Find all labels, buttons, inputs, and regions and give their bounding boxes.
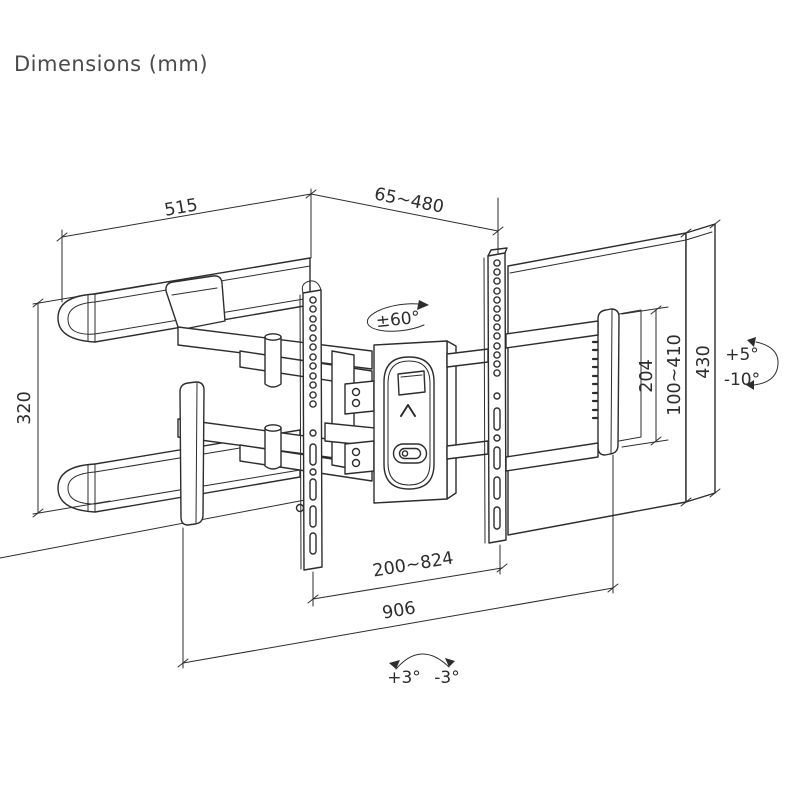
level-cw-label: +3°	[387, 668, 421, 688]
tilt-arrow-up-icon	[747, 337, 756, 347]
pivot-pin-upper	[264, 333, 282, 388]
dim-204-label: 204	[637, 359, 657, 392]
dim-515-label: 515	[163, 195, 199, 220]
dim-200-824-label: 200~824	[371, 548, 455, 581]
dim-vesa-height: 100~410	[665, 228, 692, 507]
dim-906-label: 906	[381, 598, 417, 623]
dim-bracket-height: 204	[621, 305, 669, 448]
level-arrow-left-icon	[389, 660, 400, 669]
dim-100-410-label: 100~410	[665, 334, 685, 415]
support-beams-center	[446, 348, 489, 460]
mounting-column-right	[483, 247, 508, 544]
rail-end-cap-block	[165, 275, 226, 331]
pivot-cover-module	[344, 340, 457, 504]
level-window	[397, 370, 426, 396]
dim-overall-width: 906	[177, 454, 619, 669]
page-title: Dimensions (mm)	[14, 52, 209, 76]
annotation-swivel: ±60°	[366, 300, 429, 333]
dim-430-label: 430	[694, 345, 714, 378]
dim-65-480-label: 65~480	[373, 184, 446, 217]
up-arrow-icon	[400, 404, 416, 417]
level-arrow-right-icon	[445, 658, 455, 667]
background-plane-edge	[0, 499, 306, 559]
swivel-label: ±60°	[375, 308, 421, 333]
mounting-column-left	[295, 280, 323, 571]
dim-plate-height: 430	[694, 219, 721, 498]
tilt-down-label: -10°	[724, 370, 760, 390]
adjustment-slot	[392, 443, 428, 464]
tilt-up-label: +5°	[725, 345, 759, 365]
product-drawing	[0, 223, 716, 571]
pivot-pin-lower	[264, 424, 282, 470]
dim-rail-distance: 200~824	[307, 544, 508, 607]
dim-extension-depth: 65~480	[310, 184, 504, 254]
screw-head	[295, 503, 305, 513]
dim-rail-span: 320	[15, 283, 153, 518]
tv-bracket-rail-right	[591, 308, 620, 456]
level-ccw-label: -3°	[434, 668, 459, 688]
annotation-tilt: +5° -10°	[724, 337, 779, 390]
annotation-level: +3° -3°	[387, 653, 460, 688]
tilt-arrow-down-icon	[746, 380, 754, 390]
dim-320-label: 320	[15, 391, 35, 424]
swivel-arrow-icon	[417, 300, 429, 310]
tv-bracket-rail-left	[179, 381, 205, 526]
